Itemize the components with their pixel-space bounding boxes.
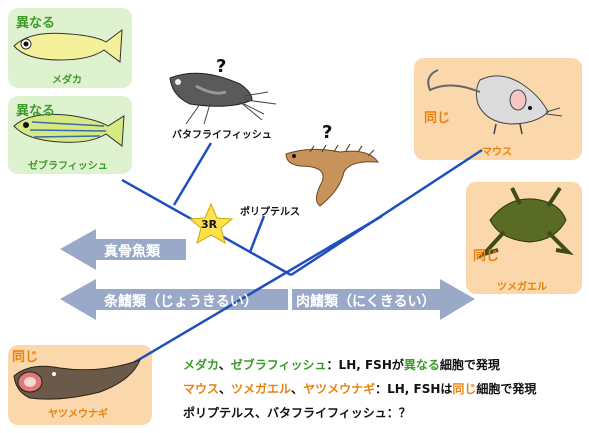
lamprey-icon [13, 359, 141, 400]
legend-line-3: ポリプテルス、バタフライフィッシュ：？ [183, 406, 411, 420]
frog-name: ツメガエル [497, 282, 547, 293]
legend-2-a: マウス [183, 382, 220, 396]
polypterus-label: ポリプテルス [240, 207, 300, 218]
legend-2-hl: 同じ [452, 382, 477, 396]
legend-2-end: 細胞で発現 [476, 382, 537, 396]
butterflyfish-icon [169, 72, 277, 125]
medaka-name: メダカ [52, 75, 82, 86]
medaka-tag: 異なる [16, 16, 56, 31]
medaka-fish-icon [13, 28, 123, 63]
teleost-label: 真骨魚類 [104, 244, 160, 260]
actinopterygii-label: 条鰭類（じょうきるい） [104, 294, 258, 310]
zebrafish-name: ゼブラフィッシュ [28, 161, 108, 172]
legend-2-sep1: 、 [219, 382, 232, 396]
legend-2-sep2: 、 [291, 382, 304, 396]
genome-duplication-star [188, 202, 234, 245]
frog-icon [477, 186, 574, 258]
legend-1-end: 細胞で発現 [439, 358, 500, 372]
polypterus-question: ? [322, 122, 333, 143]
legend-1-sep: 、 [218, 358, 231, 372]
lamprey-name: ヤツメウナギ [48, 409, 108, 420]
butterflyfish-label: バタフライフィッシュ [172, 130, 272, 141]
legend-1-a: メダカ [183, 358, 219, 372]
teleost-arrow [60, 229, 186, 270]
actinopterygii-arrow [60, 279, 288, 320]
zebrafish-icon [13, 113, 125, 147]
star-label: 3R [201, 218, 218, 231]
mouse-tag: 同じ [424, 111, 451, 126]
polypterus-icon [285, 143, 380, 207]
mouse-name: マウス [482, 147, 512, 158]
mouse-icon [427, 69, 563, 135]
legend-2-b: ツメガエル [231, 382, 292, 396]
legend-2-c: ヤツメウナギ [303, 382, 376, 396]
legend-1-mid: ：LH, FSHが [326, 358, 404, 372]
butterflyfish-question: ? [216, 56, 227, 77]
legend-line-2: マウス、ツメガエル、ヤツメウナギ：LH, FSHは同じ細胞で発現 [183, 380, 536, 397]
legend-2-mid: ：LH, FSHは [375, 382, 453, 396]
legend-line-1: メダカ、ゼブラフィッシュ：LH, FSHが異なる細胞で発現 [183, 356, 500, 373]
legend-1-hl: 異なる [403, 358, 440, 372]
zebrafish-tag: 異なる [16, 104, 56, 119]
legend-1-b: ゼブラフィッシュ [230, 358, 327, 372]
sarcopterygii-arrow [292, 279, 475, 320]
frog-tag: 同じ [473, 249, 500, 264]
sarcopterygii-label: 肉鰭類（にくきるい） [296, 294, 436, 310]
lamprey-tag: 同じ [12, 350, 39, 365]
